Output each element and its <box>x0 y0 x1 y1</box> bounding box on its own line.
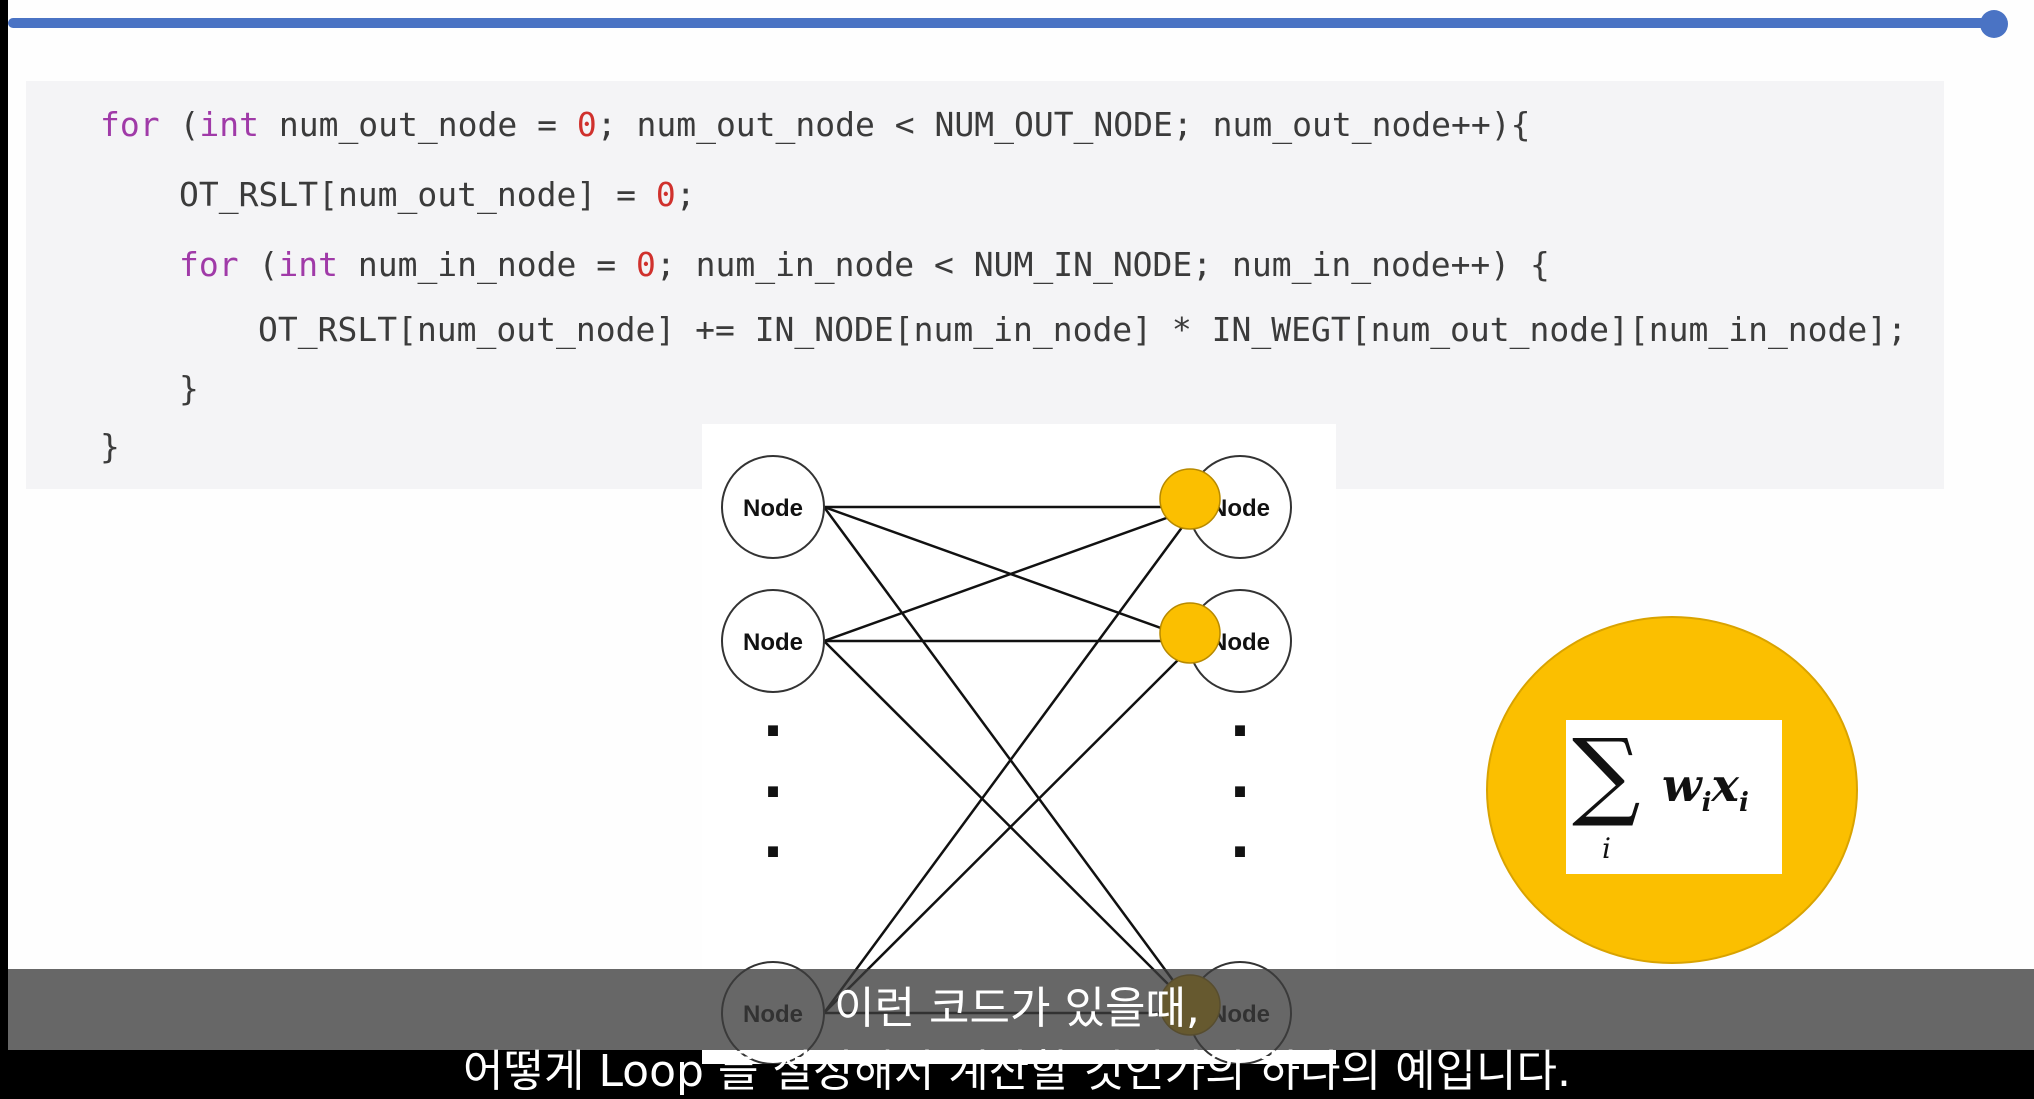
code-token: ( <box>159 105 200 144</box>
code-line: OT_RSLT[num_out_node] += IN_NODE[num_in_… <box>258 310 1907 350</box>
code-token: int <box>278 245 338 284</box>
input-symbol: x <box>1711 758 1739 812</box>
weight-index: i <box>1701 788 1712 819</box>
code-token: OT_RSLT[num_out_node] += IN_NODE[num_in_… <box>258 310 1908 349</box>
neural-network-diagram: NodeNodeNode···NodeNodeNode··· <box>702 424 1336 1064</box>
node-label: Node <box>743 629 803 656</box>
code-block: for (int num_out_node = 0; num_out_node … <box>26 81 1944 489</box>
node-label: Node <box>743 495 803 522</box>
sum-term: wixi <box>1662 758 1749 818</box>
weighted-sum-formula: ∑ i wixi <box>1566 720 1782 874</box>
code-token: 0 <box>635 245 656 284</box>
ellipsis-dot: · <box>1229 820 1250 885</box>
weight-symbol: w <box>1662 758 1702 812</box>
connection-line <box>823 505 1198 643</box>
ellipsis-dot: · <box>762 820 783 885</box>
code-token: num_in_node = <box>337 245 636 284</box>
code-line: } <box>179 369 199 409</box>
input-index: i <box>1738 788 1749 819</box>
code-token: ( <box>238 245 279 284</box>
code-line: for (int num_in_node = 0; num_in_node < … <box>179 245 1550 285</box>
video-progress-bar[interactable] <box>8 18 1994 28</box>
diagram-canvas: NodeNodeNode···NodeNodeNode··· <box>721 455 1292 1064</box>
code-line: } <box>100 427 120 467</box>
code-token: ; <box>675 175 696 214</box>
code-token: } <box>179 369 199 408</box>
code-token: for <box>100 105 160 144</box>
code-token: int <box>199 105 259 144</box>
code-line: OT_RSLT[num_out_node] = 0; <box>179 175 696 215</box>
sum-index: i <box>1602 832 1611 865</box>
video-progress-knob[interactable] <box>1979 10 2008 38</box>
code-token: OT_RSLT[num_out_node] = <box>179 175 656 214</box>
ellipsis-dot: · <box>762 699 783 764</box>
input-node <box>721 455 825 559</box>
subtitle-line-2: 어떻게 Loop 를 설정해서 계산할 것인가의 하나의 예입니다. <box>463 1046 1571 1097</box>
sum-indicator <box>1159 468 1221 530</box>
code-token: 0 <box>655 175 676 214</box>
ellipsis-dot: · <box>1229 699 1250 764</box>
connection-line <box>822 506 1199 1014</box>
code-token: } <box>100 427 120 466</box>
ellipsis-dot: · <box>762 760 783 825</box>
code-token: 0 <box>576 105 597 144</box>
subtitle-background <box>8 969 2034 1050</box>
code-token: ; num_in_node < NUM_IN_NODE; num_in_node… <box>655 245 1550 284</box>
input-node <box>721 589 825 693</box>
code-line: for (int num_out_node = 0; num_out_node … <box>100 105 1531 145</box>
code-token: num_out_node = <box>258 105 577 144</box>
sum-indicator <box>1159 602 1221 664</box>
ellipsis-dot: · <box>1229 760 1250 825</box>
sum-symbol: ∑ <box>1572 718 1641 830</box>
connection-line <box>823 640 1198 1014</box>
weighted-sum-illustration: ∑ i wixi <box>1486 616 1858 964</box>
code-token: ; num_out_node < NUM_OUT_NODE; num_out_n… <box>596 105 1531 144</box>
code-token: for <box>179 245 239 284</box>
subtitle-line-1: 이런 코드가 있을때, <box>834 983 1200 1034</box>
